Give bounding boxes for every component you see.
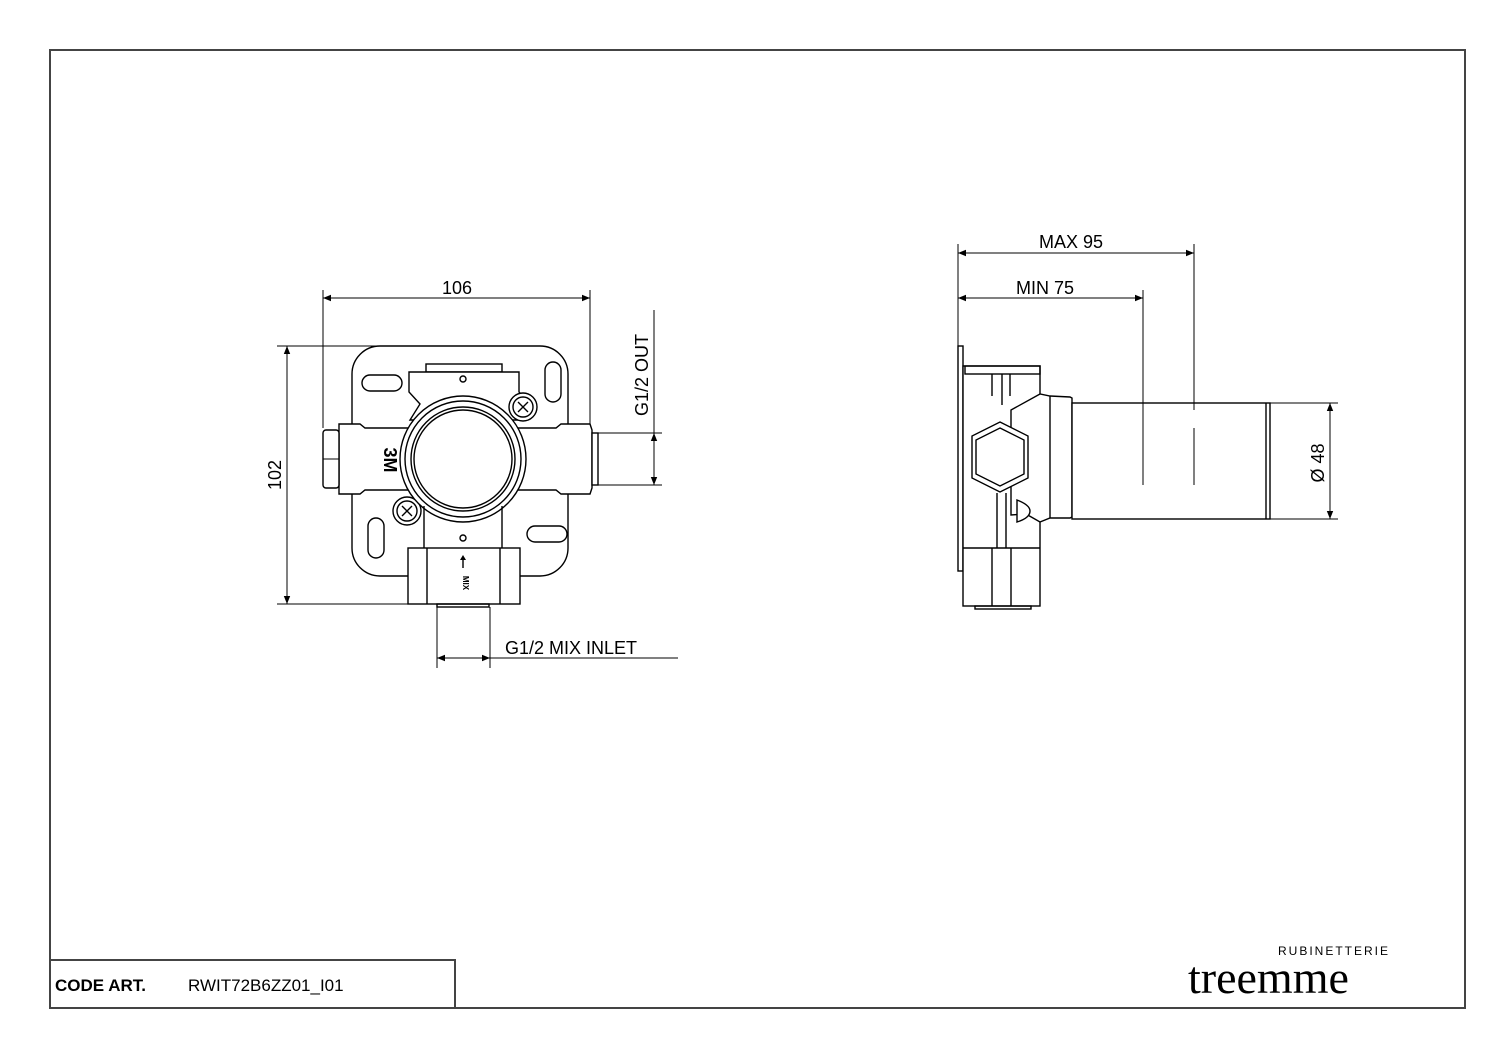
hex-nut (971, 421, 1029, 493)
mounting-slot (367, 517, 385, 559)
sleeve (1071, 402, 1271, 520)
drawing-frame (49, 49, 1466, 1009)
side-view: MAX 95 MIN 75 Ø 48 (957, 232, 1338, 610)
outlet-ring (399, 395, 527, 523)
brand-logo: RUBINETTERIE treemme (1188, 944, 1390, 1003)
brand-name: treemme (1188, 952, 1349, 1003)
wall-plate (957, 345, 964, 572)
code-art-value: RWIT72B6ZZ01_I01 (188, 976, 344, 995)
mounting-slot (361, 374, 403, 392)
outlet-dimension-label: G1/2 OUT (632, 334, 652, 416)
front-view: 3M MIX 106 102 (265, 278, 678, 668)
height-dimension: 102 (265, 460, 285, 490)
mounting-slot (544, 361, 562, 403)
body-marking-3m: 3M (380, 447, 400, 472)
mounting-slot (526, 525, 568, 543)
code-art-label: CODE ART. (55, 976, 146, 995)
width-dimension: 106 (442, 278, 472, 298)
title-block: CODE ART. RWIT72B6ZZ01_I01 (49, 959, 456, 1009)
inlet-marking-mix: MIX (461, 576, 470, 591)
min-depth-dimension: MIN 75 (1016, 278, 1074, 298)
brand-subtitle: RUBINETTERIE (1278, 944, 1390, 958)
inlet-dimension-label: G1/2 MIX INLET (505, 638, 637, 658)
max-depth-dimension: MAX 95 (1039, 232, 1103, 252)
diameter-dimension: Ø 48 (1308, 443, 1328, 482)
